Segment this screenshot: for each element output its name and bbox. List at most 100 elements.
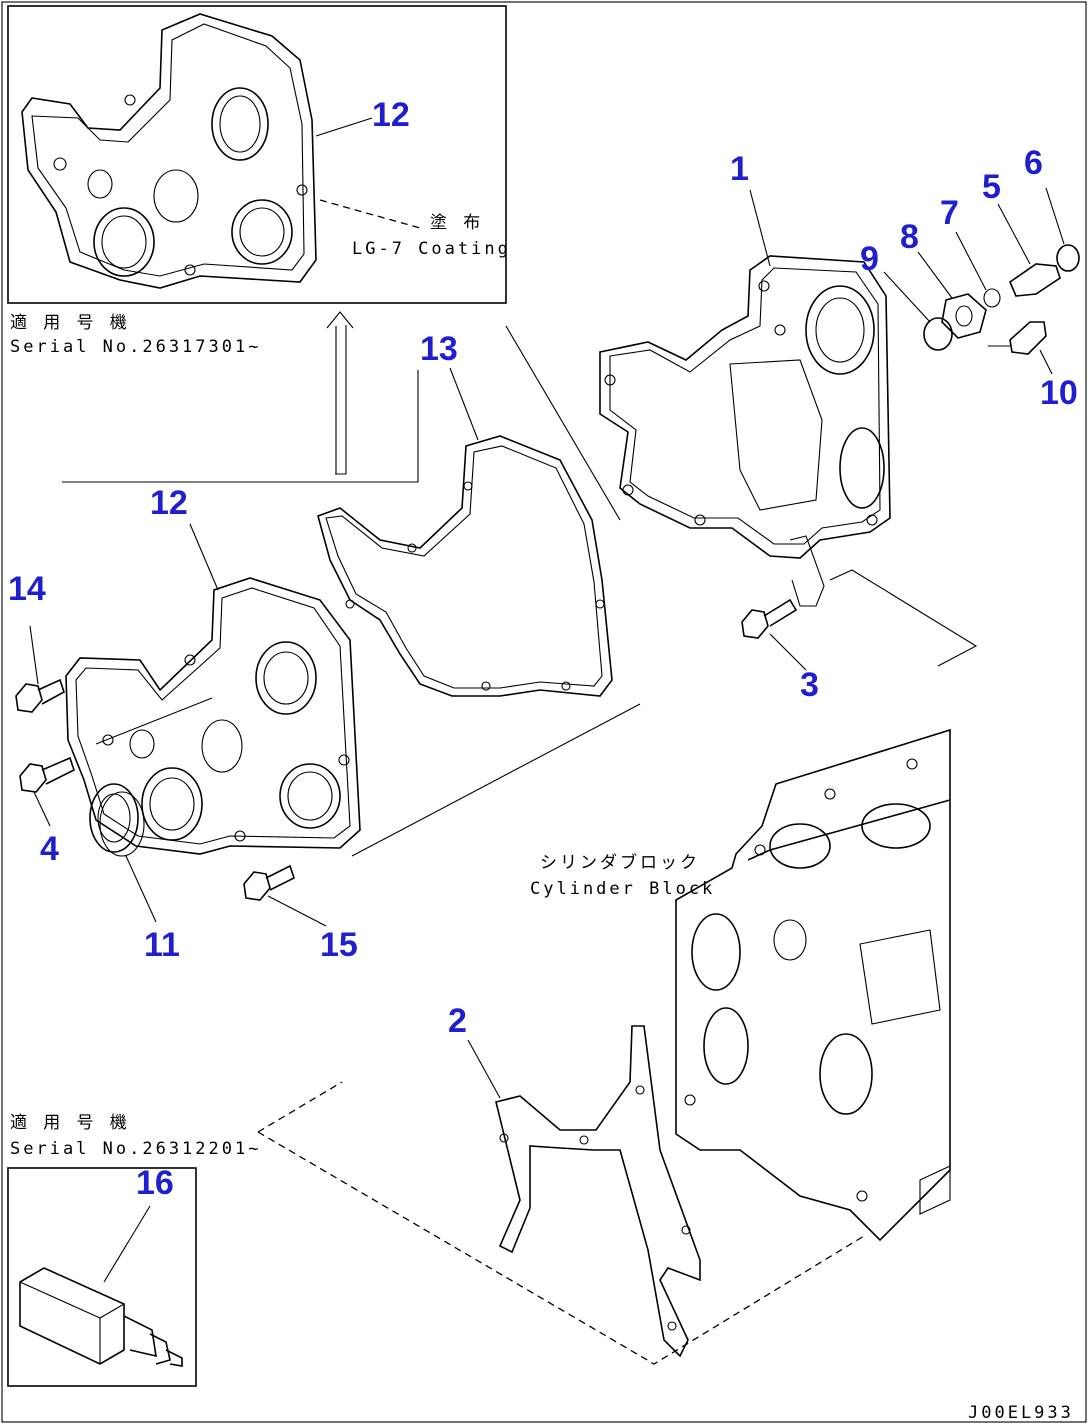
leader-12-inset xyxy=(315,117,373,137)
part-15-bolt xyxy=(243,864,295,901)
part-10-plug xyxy=(1009,321,1047,355)
leader-6 xyxy=(1045,187,1065,245)
timing-case-bore xyxy=(805,285,875,375)
cylinder-block-jp: シリンダブロック xyxy=(540,852,700,873)
callout-3: 3 xyxy=(800,666,819,704)
leader-7 xyxy=(955,231,987,291)
timing-case-outline xyxy=(599,255,891,559)
inset-hole-top xyxy=(211,87,269,161)
callout-5: 5 xyxy=(982,168,1001,206)
lower-region-boundary xyxy=(257,1081,865,1365)
inset-hole-left xyxy=(87,169,113,199)
part-12-front-cover xyxy=(65,577,361,855)
part-3-bolt xyxy=(741,598,798,639)
timing-case-inner xyxy=(609,267,881,545)
callout-13: 13 xyxy=(420,330,458,368)
timing-case-bore-lower xyxy=(839,427,885,509)
serial-bottom-jp: 適 用 号 機 xyxy=(10,1113,130,1133)
inset-hole-left-lower-inner xyxy=(101,215,147,269)
coating-label-jp: 塗 布 xyxy=(430,212,483,233)
inset-hole-top-inner xyxy=(219,95,261,153)
serial-top-en: Serial No.26317301~ xyxy=(10,337,261,357)
serial-top-arrow xyxy=(62,311,419,483)
inset-hole-mid xyxy=(153,169,199,223)
leader-9 xyxy=(883,271,931,323)
inset-hole-left-lower xyxy=(93,207,155,277)
leader-10 xyxy=(1039,349,1053,375)
leader-11 xyxy=(125,855,157,923)
part-5-sensor xyxy=(1009,263,1061,297)
part-8-flange xyxy=(941,293,987,339)
inset-bolt-hole xyxy=(296,184,308,196)
coating-label-en: LG-7 Coating xyxy=(352,239,511,259)
alignment-line xyxy=(829,569,978,667)
part-6-cap xyxy=(1056,244,1080,272)
part-sensor-assembly xyxy=(923,244,1080,355)
callout-9: 9 xyxy=(860,240,879,278)
timing-case-bore-inner xyxy=(815,297,865,363)
part-11-oil-seal xyxy=(89,783,145,857)
timing-case-bolt-hole xyxy=(866,514,878,526)
inset-cover-inner xyxy=(31,23,305,277)
drawing-code: J00EL933 xyxy=(968,1403,1074,1423)
cylinder-block xyxy=(675,728,951,1242)
part-14-bolt xyxy=(15,678,65,713)
callout-12-inset: 12 xyxy=(372,96,410,134)
inset-hole-right-lower-inner xyxy=(239,207,285,257)
leader-3 xyxy=(769,633,807,671)
timing-case-bolt-hole xyxy=(604,374,616,386)
inset-cover-outline xyxy=(21,13,317,289)
callout-6: 6 xyxy=(1024,144,1043,182)
part-4-bolt xyxy=(19,756,75,793)
leader-13 xyxy=(449,367,479,441)
inset-hole-right-lower xyxy=(231,199,293,265)
inset-bolt-hole xyxy=(124,94,136,106)
leader-16 xyxy=(103,1205,151,1283)
part-13-gasket xyxy=(317,435,613,697)
callout-12: 12 xyxy=(150,484,188,522)
alignment-line xyxy=(505,325,621,521)
timing-case-bolt-hole xyxy=(774,324,786,336)
inset-frame xyxy=(7,5,507,304)
callout-11: 11 xyxy=(144,926,180,964)
leader-5 xyxy=(997,203,1031,265)
leader-12 xyxy=(189,523,219,591)
callout-10: 10 xyxy=(1040,374,1078,412)
serial-top-jp: 適 用 号 機 xyxy=(10,313,130,333)
leader-8 xyxy=(917,251,953,299)
leader-15 xyxy=(267,895,327,927)
timing-case-bracket xyxy=(789,535,825,607)
cylinder-block-en: Cylinder Block xyxy=(530,879,715,899)
timing-case-bolt-hole xyxy=(694,514,706,526)
part-7-oring xyxy=(983,288,1001,308)
leader-1 xyxy=(749,189,771,267)
part-2-gasket xyxy=(495,1025,701,1358)
callout-8: 8 xyxy=(900,218,919,256)
assembly-axis xyxy=(95,697,213,745)
callout-16: 16 xyxy=(136,1164,174,1202)
callout-7: 7 xyxy=(940,194,959,232)
leader-14 xyxy=(29,625,39,685)
part-8-bore xyxy=(955,305,973,327)
inset-16-frame xyxy=(7,1167,197,1387)
leader-4 xyxy=(33,791,51,827)
assembly-axis xyxy=(351,703,641,857)
leader-2 xyxy=(467,1039,501,1099)
timing-case-rib xyxy=(729,359,823,511)
inset-sensor-16 xyxy=(7,1167,197,1387)
inset-bolt-hole xyxy=(184,264,196,276)
leader-coating xyxy=(319,199,421,229)
serial-bottom-en: Serial No.26312201~ xyxy=(10,1139,261,1159)
callout-15: 15 xyxy=(320,926,358,964)
inset-bolt-hole xyxy=(53,157,67,171)
callout-1: 1 xyxy=(730,150,749,188)
callout-4: 4 xyxy=(40,830,59,868)
callout-14: 14 xyxy=(8,570,46,608)
timing-case-bolt-hole xyxy=(622,484,634,496)
timing-case-bolt-hole xyxy=(758,280,770,292)
callout-2: 2 xyxy=(448,1002,467,1040)
inset-front-cover: 12 塗 布 LG-7 Coating xyxy=(7,5,511,304)
part-timing-case xyxy=(599,255,891,607)
